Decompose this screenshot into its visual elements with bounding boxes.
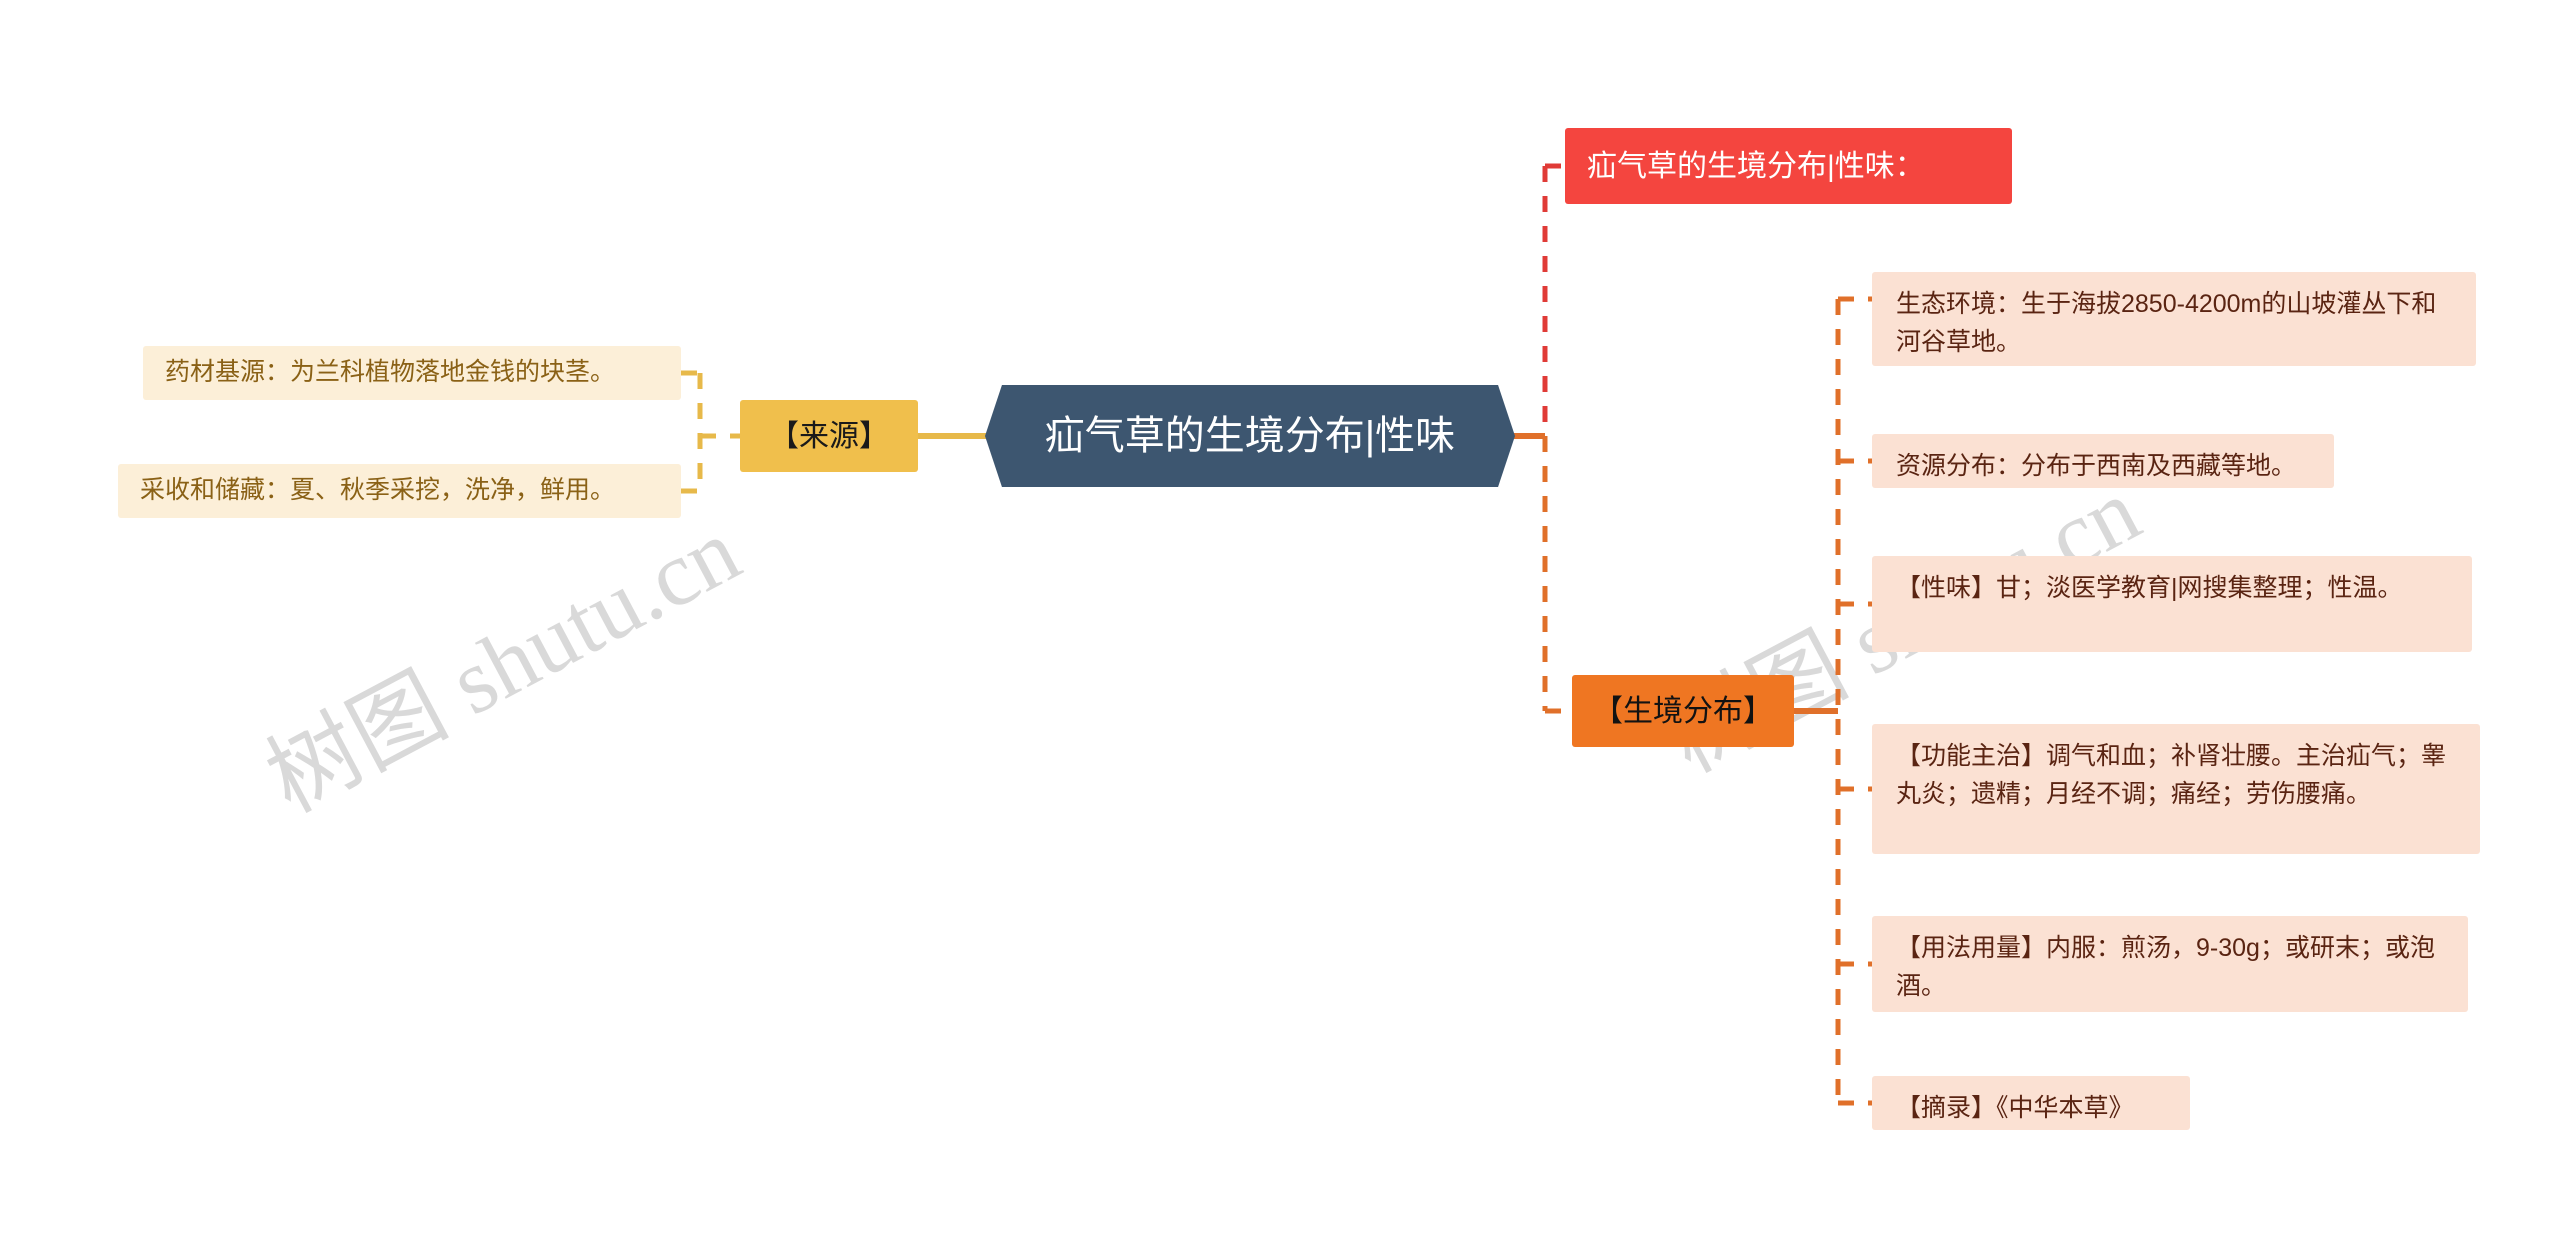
leaf-node-dosage[interactable]: 【用法用量】内服：煎汤，9-30g；或研末；或泡酒。 — [1872, 916, 2468, 1012]
root-node-title[interactable]: 疝气草的生境分布|性味 — [985, 385, 1515, 487]
leaf-node-resource-distribution[interactable]: 资源分布：分布于西南及西藏等地。 — [1872, 434, 2334, 488]
leaf-node-indications[interactable]: 【功能主治】调气和血；补肾壮腰。主治疝气；睾丸炎；遗精；月经不调；痛经；劳伤腰痛… — [1872, 724, 2480, 854]
leaf-node-medicinal-origin[interactable]: 药材基源：为兰科植物落地金钱的块茎。 — [143, 346, 681, 400]
branch-node-source[interactable]: 【来源】 — [740, 400, 918, 472]
branch-node-habitat[interactable]: 【生境分布】 — [1572, 675, 1794, 747]
leaf-node-nature-flavor[interactable]: 【性味】甘；淡医学教育|网搜集整理；性温。 — [1872, 556, 2472, 652]
leaf-node-ecology[interactable]: 生态环境：生于海拔2850-4200m的山坡灌丛下和河谷草地。 — [1872, 272, 2476, 366]
branch-node-heading[interactable]: 疝气草的生境分布|性味： — [1565, 128, 2012, 204]
leaf-node-harvest-storage[interactable]: 采收和储藏：夏、秋季采挖，洗净，鲜用。 — [118, 464, 681, 518]
watermark-left: 树图 shutu.cn — [251, 498, 755, 832]
leaf-node-excerpt-source[interactable]: 【摘录】《中华本草》 — [1872, 1076, 2190, 1130]
